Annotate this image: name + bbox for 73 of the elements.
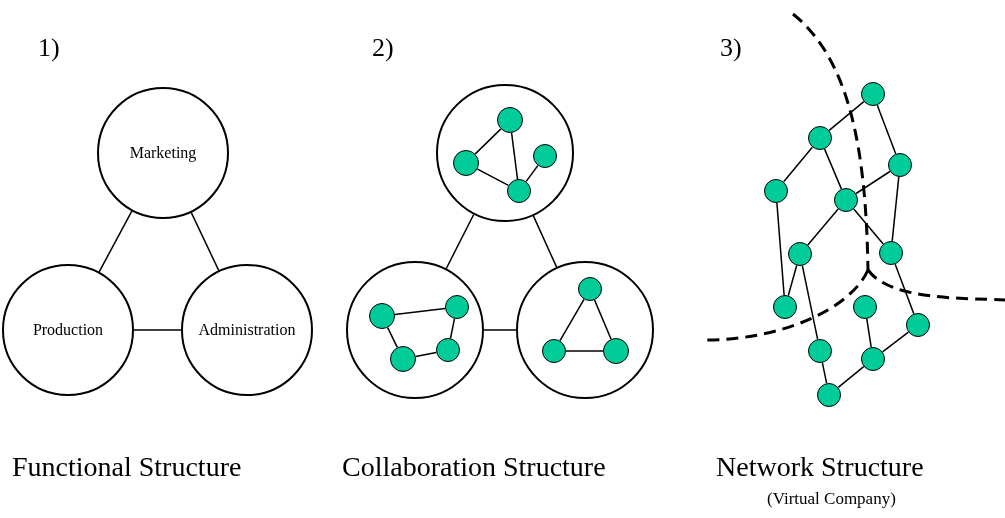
- node-circle: [603, 338, 629, 364]
- node-circle: [497, 107, 523, 133]
- connector-line: [894, 263, 915, 315]
- node-circle: [390, 346, 416, 372]
- connector-line: [828, 100, 865, 132]
- panel-number: 2): [372, 34, 394, 63]
- group-circle: [516, 261, 654, 399]
- connector-line: [821, 362, 828, 384]
- node-circle: [817, 383, 841, 407]
- connector-line: [823, 148, 843, 190]
- connector-line: [837, 365, 865, 389]
- panel-number: 3): [720, 34, 742, 63]
- connector-line: [483, 329, 517, 331]
- group-circle: [346, 261, 484, 399]
- node-circle: [453, 150, 479, 176]
- node-circle: [369, 303, 395, 329]
- connector-line: [190, 211, 220, 272]
- node-circle: [853, 295, 877, 319]
- connector-line: [532, 215, 558, 268]
- structure-caption: Network Structure: [716, 452, 924, 483]
- connector-line: [876, 104, 897, 155]
- panel-number: 1): [38, 34, 60, 63]
- connector-line: [445, 213, 475, 270]
- connector-line: [476, 168, 510, 187]
- node-circle: [507, 179, 531, 203]
- node-circle: [808, 126, 832, 150]
- node-circle: [578, 277, 602, 301]
- connector-line: [866, 318, 872, 348]
- connector-line: [891, 176, 900, 242]
- group-circle: [436, 84, 574, 222]
- node-circle: [879, 241, 903, 265]
- connector-line: [559, 298, 585, 342]
- connector-line: [414, 351, 437, 358]
- node-circle: [861, 347, 885, 371]
- node-circle: [436, 338, 460, 362]
- connector-line: [386, 326, 399, 349]
- node-label: Marketing: [129, 144, 197, 162]
- node-circle: [861, 82, 885, 106]
- department-circle: [97, 87, 229, 219]
- node-circle: [542, 339, 566, 363]
- node-circle: [906, 313, 930, 337]
- node-circle: [445, 295, 469, 319]
- connector-line: [787, 264, 798, 297]
- connector-line: [801, 265, 819, 340]
- connector-line: [855, 170, 891, 195]
- node-circle: [764, 179, 788, 203]
- connector-line: [133, 329, 182, 331]
- node-label: Production: [32, 321, 104, 339]
- connector-line: [782, 146, 814, 183]
- structure-caption: Collaboration Structure: [342, 452, 606, 483]
- connector-line: [394, 307, 446, 316]
- department-circle: [181, 264, 313, 396]
- node-circle: [888, 153, 912, 177]
- connector-line: [776, 202, 785, 296]
- connector-line: [474, 128, 502, 155]
- node-label: Administration: [198, 321, 296, 339]
- connector-line: [510, 132, 519, 180]
- connector-line: [449, 317, 456, 340]
- connector-line: [565, 350, 604, 352]
- connector-line: [525, 164, 539, 183]
- node-circle: [808, 339, 832, 363]
- connector-line: [853, 208, 884, 245]
- structure-caption: Functional Structure: [12, 452, 242, 483]
- connector-line: [881, 331, 910, 353]
- node-circle: [533, 144, 557, 168]
- node-circle: [834, 188, 858, 212]
- department-circle: [2, 264, 134, 396]
- node-circle: [788, 242, 812, 266]
- structure-subcaption: (Virtual Company): [767, 490, 896, 509]
- connector-line: [98, 210, 133, 273]
- connector-line: [593, 299, 612, 340]
- connector-line: [807, 208, 839, 246]
- node-circle: [773, 295, 797, 319]
